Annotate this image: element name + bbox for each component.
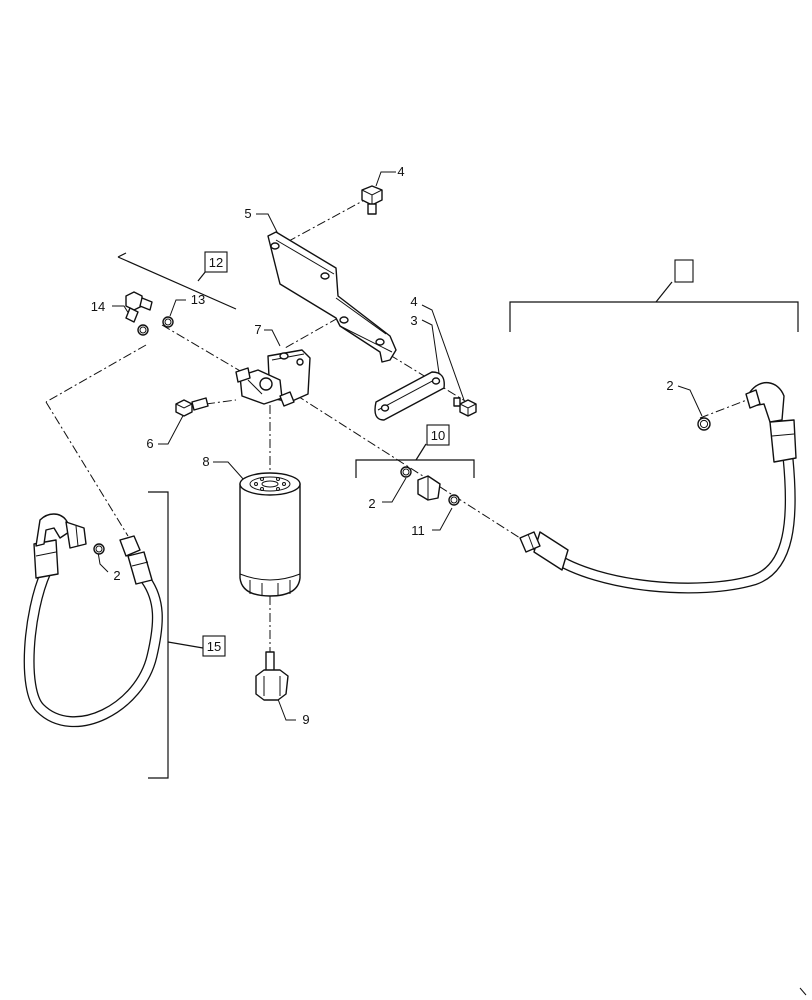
fitting-kit-12 xyxy=(125,291,174,336)
callout-11: 11 xyxy=(411,523,425,538)
fuel-hose-1 xyxy=(519,382,797,594)
fuel-hose-15 xyxy=(23,513,163,728)
callout-6: 6 xyxy=(146,436,153,451)
strap-plate xyxy=(374,371,445,421)
callout-2-left: 2 xyxy=(113,568,120,583)
brackets xyxy=(117,252,799,779)
callout-7: 7 xyxy=(254,322,261,337)
callout-box-15: 15 xyxy=(202,635,226,657)
callout-12: 12 xyxy=(209,255,223,270)
callout-4-top: 4 xyxy=(397,164,404,179)
bolt-filter-head xyxy=(175,397,209,417)
adapter-kit-10 xyxy=(400,466,460,506)
filter-head xyxy=(235,349,311,407)
fuel-filter-cartridge xyxy=(239,472,301,597)
callout-2-right: 2 xyxy=(666,378,673,393)
corner-mark xyxy=(799,987,807,996)
mounting-bracket xyxy=(267,231,397,363)
callout-box-12: 12 xyxy=(204,251,228,273)
callout-15: 15 xyxy=(207,639,221,654)
leader-lines xyxy=(97,171,703,721)
callout-labels: 1 2 2 2 3 4 4 5 6 7 8 9 11 13 14 xyxy=(91,164,688,727)
callout-box-1 xyxy=(674,259,694,283)
bolt-right xyxy=(453,397,477,417)
drain-valve xyxy=(255,651,289,701)
callout-2-center: 2 xyxy=(368,496,375,511)
callout-4-right: 4 xyxy=(410,294,417,309)
assembly-centerlines xyxy=(45,196,753,660)
bolt-top xyxy=(361,185,383,215)
callout-8: 8 xyxy=(202,454,209,469)
callout-3: 3 xyxy=(410,313,417,328)
callout-13: 13 xyxy=(191,292,205,307)
callout-10: 10 xyxy=(431,428,445,443)
callout-box-10: 10 xyxy=(426,424,450,446)
callout-5: 5 xyxy=(244,206,251,221)
callout-14: 14 xyxy=(91,299,105,314)
callout-9: 9 xyxy=(302,712,309,727)
